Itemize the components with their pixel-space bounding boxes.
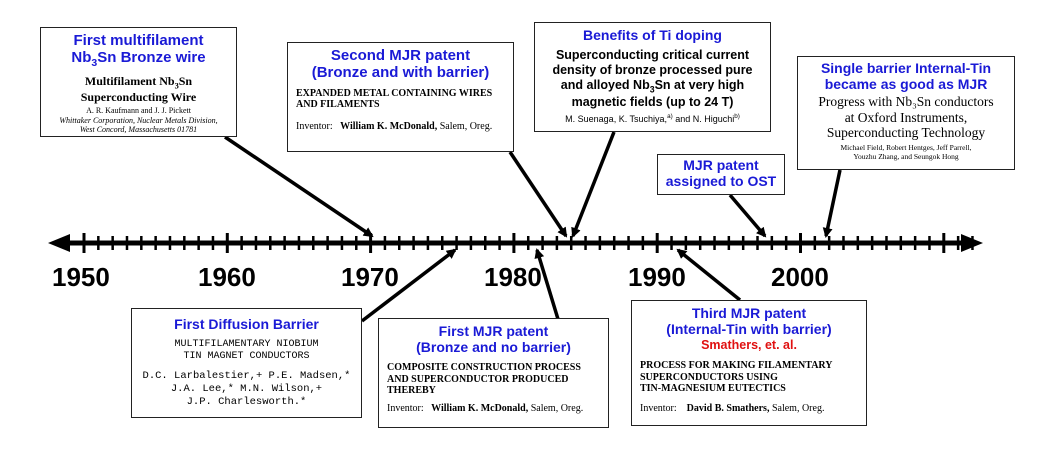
event-box-single-barrier: Single barrier Internal-Tin became as go… [797, 56, 1015, 170]
paper-authors: D.C. Larbalestier,+ P.E. Madsen,* J.A. L… [142, 370, 351, 409]
year-label-1990: 1990 [628, 262, 686, 292]
event-title: Third MJR patent (Internal-Tin with barr… [666, 305, 832, 338]
arrow-mjr-ost [728, 193, 767, 238]
year-label-2000: 2000 [771, 262, 829, 292]
year-label-1960: 1960 [198, 262, 256, 292]
event-box-second-mjr: Second MJR patent (Bronze and with barri… [287, 42, 514, 152]
event-box-ti-doping: Benefits of Ti doping Superconducting cr… [534, 22, 771, 132]
patent-title: PROCESS FOR MAKING FILAMENTARY SUPERCOND… [640, 360, 833, 395]
event-box-first-multifilament: First multifilament Nb3Sn Bronze wire Mu… [40, 27, 237, 137]
patent-title: COMPOSITE CONSTRUCTION PROCESS AND SUPER… [387, 362, 581, 397]
arrow-ti-doping [571, 131, 616, 238]
event-title: First Diffusion Barrier [174, 316, 319, 332]
event-box-first-mjr: First MJR patent (Bronze and no barrier)… [378, 318, 609, 428]
arrow-single-barrier [822, 169, 842, 238]
event-title: Benefits of Ti doping [583, 27, 722, 43]
event-title: Single barrier Internal-Tin became as go… [820, 60, 992, 93]
arrow-first-multifilament [224, 135, 374, 238]
paper-title: Multifilament Nb3Sn Superconducting Wire [80, 74, 197, 104]
patent-inventor: Inventor: William K. McDonald, Salem, Or… [387, 402, 584, 414]
event-title: First multifilament Nb3Sn Bronze wire [71, 32, 206, 70]
event-title: MJR patent assigned to OST [665, 157, 777, 190]
paper-authors: Michael Field, Robert Hentges, Jeff Parr… [840, 142, 972, 161]
arrow-second-mjr [508, 151, 568, 238]
axis-ticks [82, 233, 974, 253]
event-box-mjr-ost: MJR patent assigned to OST [657, 154, 785, 195]
event-box-third-mjr: Third MJR patent (Internal-Tin with barr… [631, 300, 867, 426]
patent-inventor: Inventor: William K. McDonald, Salem, Or… [296, 120, 493, 132]
arrow-diffusion-barrier [360, 248, 457, 323]
year-label-1950: 1950 [52, 262, 110, 292]
patent-title: EXPANDED METAL CONTAINING WIRES AND FILA… [296, 87, 493, 111]
arrow-third-mjr [676, 248, 742, 302]
event-title: First MJR patent (Bronze and no barrier) [416, 323, 571, 356]
year-label-1980: 1980 [484, 262, 542, 292]
paper-authors: A. R. Kaufmann and J. J. Pickett Whittak… [59, 106, 218, 135]
paper-title: MULTIFILAMENTARY NIOBIUM TIN MAGNET COND… [174, 339, 319, 363]
paper-title: Progress with Nb₃Sn conductors at Oxford… [818, 94, 994, 141]
paper-authors: M. Suenaga, K. Tsuchiya,a) and N. Higuch… [565, 113, 740, 125]
axis-left-arrowhead [48, 234, 70, 252]
event-box-diffusion-barrier: First Diffusion Barrier MULTIFILAMENTARY… [131, 308, 362, 418]
patent-inventor: Inventor: David B. Smathers, Salem, Oreg… [640, 402, 825, 414]
paper-title: Superconducting critical current density… [552, 48, 753, 110]
author-highlight: Smathers, et. al. [701, 338, 797, 353]
event-title: Second MJR patent (Bronze and with barri… [311, 47, 490, 82]
year-label-1970: 1970 [341, 262, 399, 292]
